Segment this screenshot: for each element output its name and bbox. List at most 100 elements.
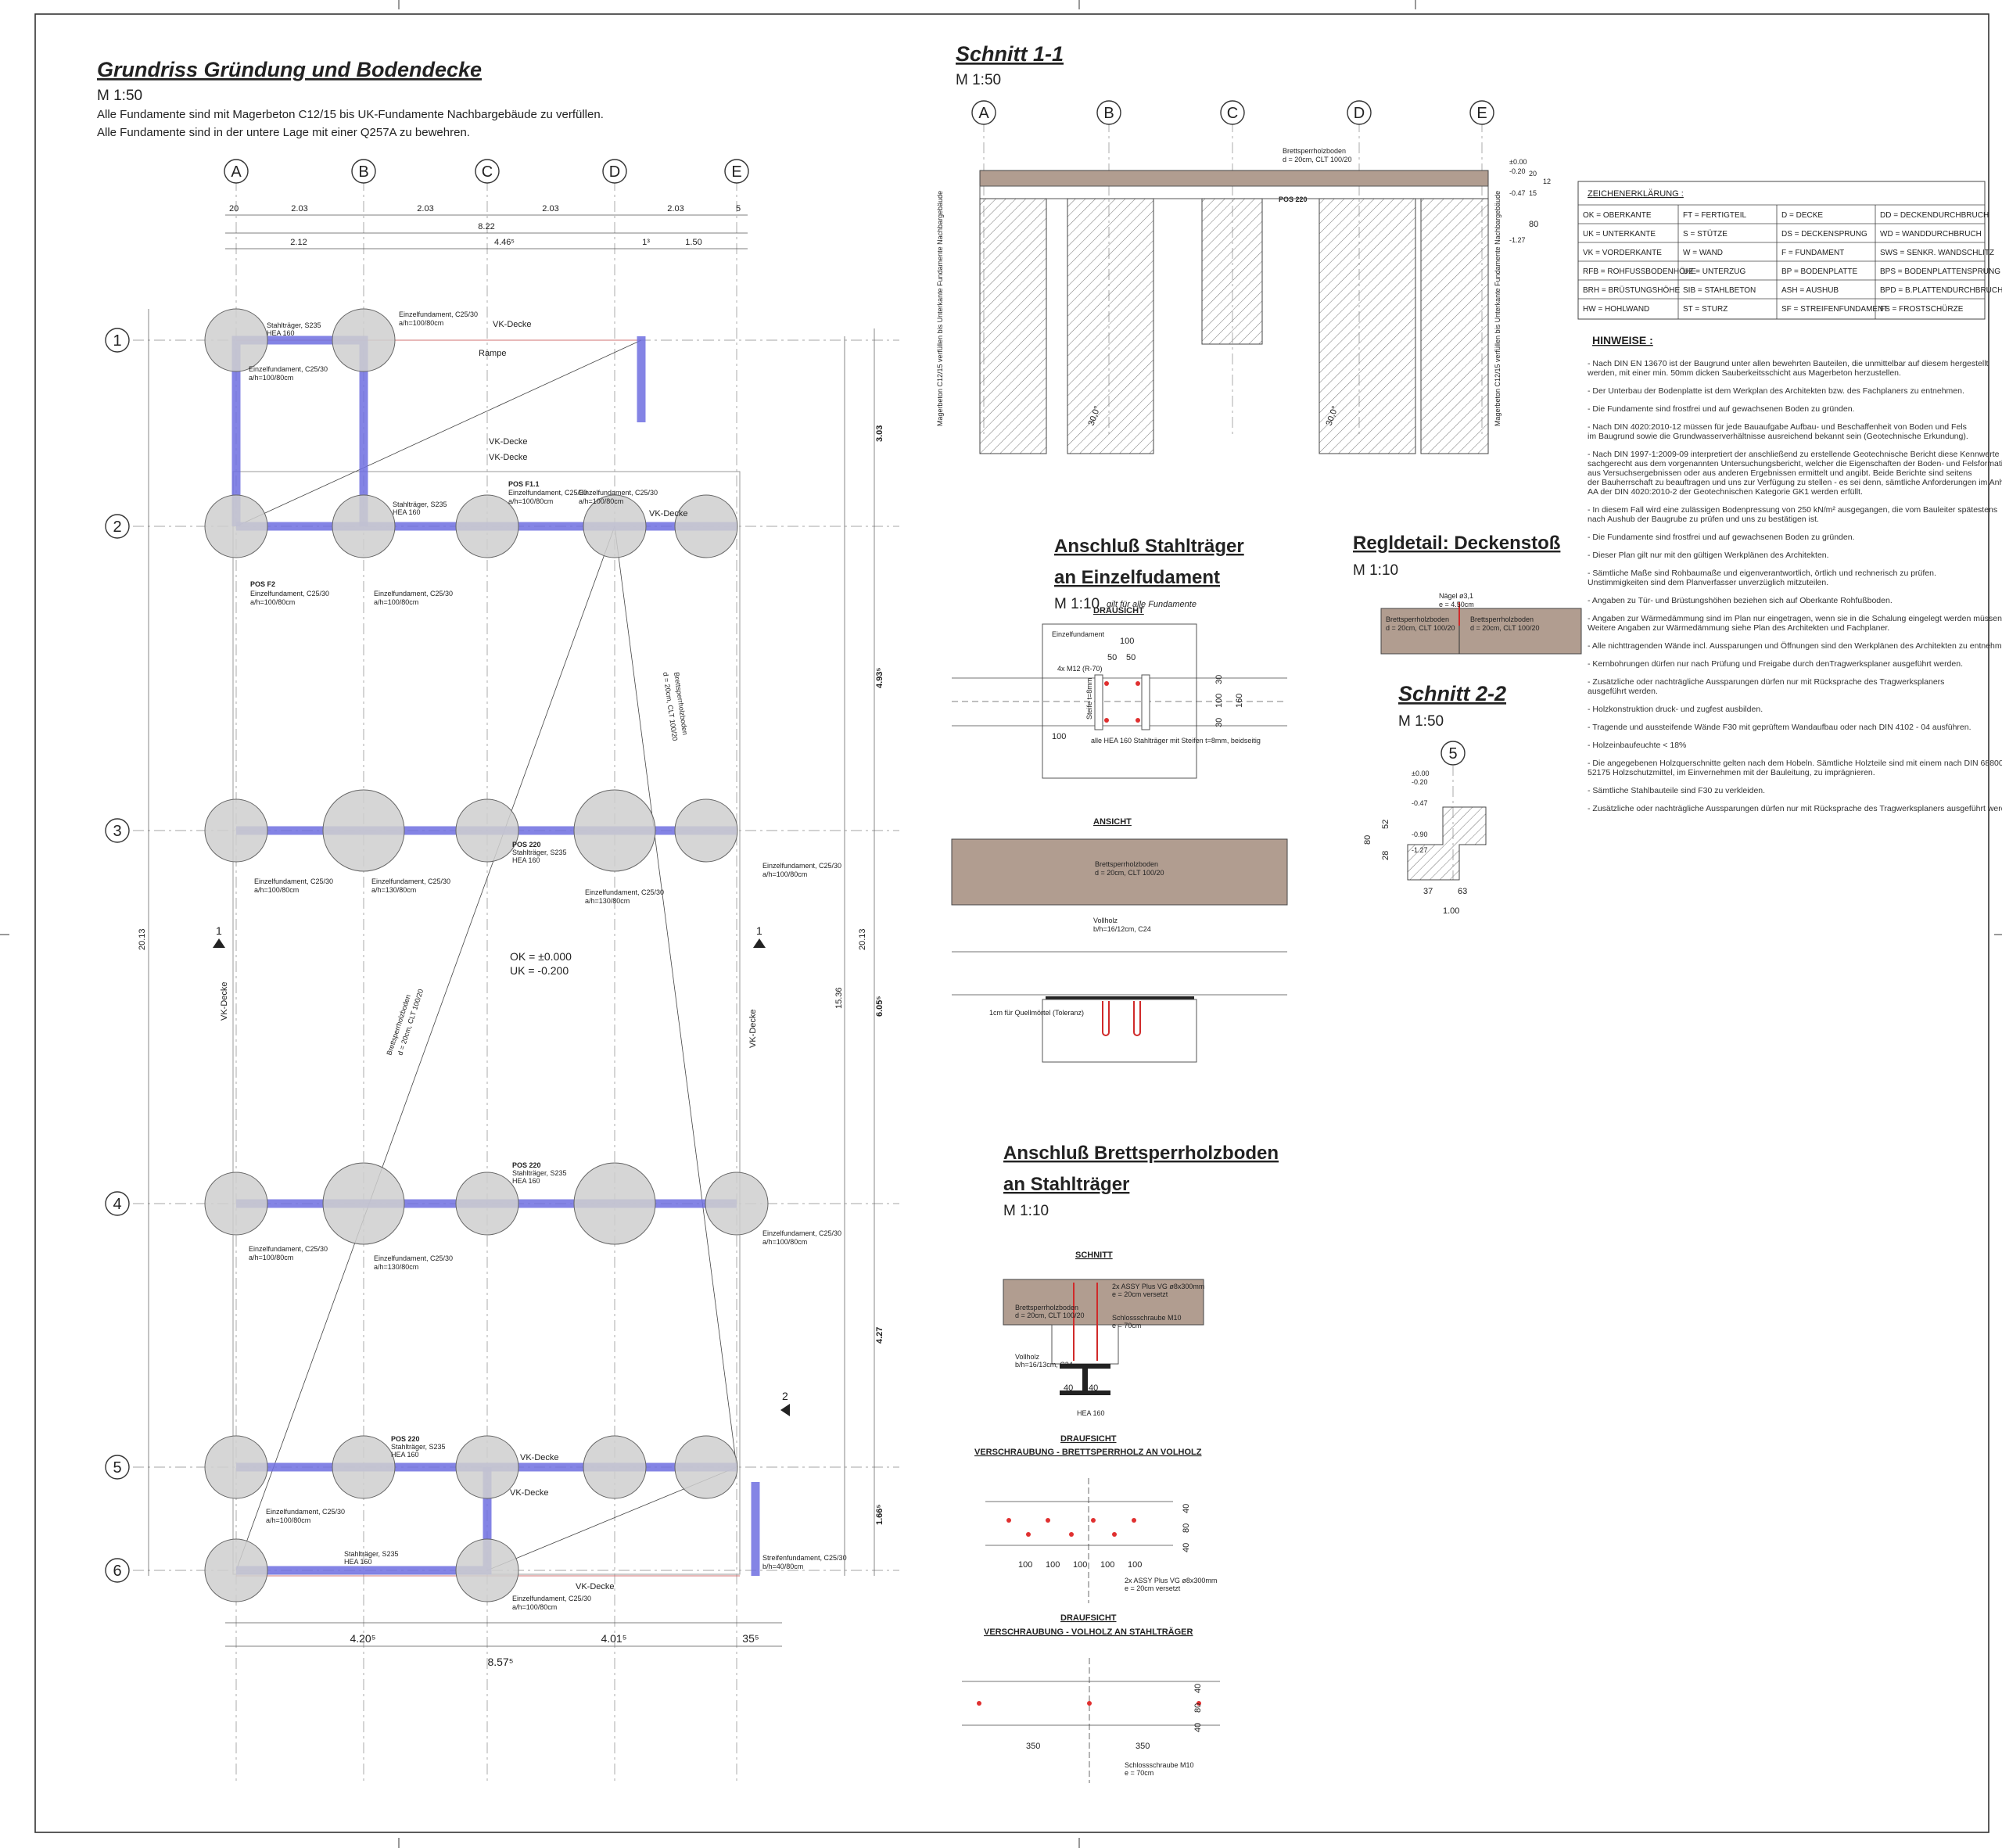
detail-dim: 100 [1214, 694, 1224, 708]
section-dim: 20 [1529, 170, 1537, 178]
anchor-bolt [1136, 681, 1140, 686]
foundation-pad [455, 1435, 519, 1499]
legend-cell: SF = STREIFENFUNDAMENT [1781, 305, 1888, 314]
detail-dim: 100 [1052, 732, 1066, 741]
dim-text: 4.01⁵ [601, 1632, 626, 1645]
foundations [204, 308, 769, 1602]
foundation-size: a/h=100/80cm [579, 497, 623, 505]
note-line: - Die Fundamente sind frostfrei und auf … [1588, 404, 1854, 414]
note-line: - Alle nichttragenden Wände incl. Ausspa… [1588, 641, 2002, 651]
screw-dot [1091, 1518, 1096, 1523]
pos-label: POS 220 [391, 1435, 420, 1443]
axis-label-e: E [731, 163, 741, 181]
note-line: werden, mit einer min. 50mm dicken Saube… [1587, 368, 1901, 378]
legend-cell: RFB = ROHFUSSBODENHÖHE [1583, 267, 1696, 276]
strip-foundation-size: b/h=40/80cm [762, 1563, 803, 1570]
detail-dim: 160 [1235, 694, 1244, 708]
foundation-pad [573, 1162, 656, 1245]
section2-axis-label: 5 [1448, 745, 1457, 763]
pos-label: POS 220 [1279, 196, 1308, 203]
detail-clt-title-2: an Stahlträger [1003, 1174, 1129, 1195]
screw-dot [1069, 1532, 1074, 1537]
section-axis-bubble [1347, 100, 1372, 125]
section2-dim: 80 [1363, 835, 1372, 845]
foundation-label: Einzelfundament, C25/30 [762, 1229, 841, 1237]
section-marker-icon [213, 938, 225, 948]
dim-text-overall: 8.22 [478, 222, 494, 231]
detail-label: Vollholz [1015, 1353, 1040, 1361]
detail-dim: 40 [1064, 1383, 1073, 1393]
foundation-size: a/h=100/80cm [762, 1238, 807, 1246]
steel-profile: HEA 160 [344, 1558, 372, 1566]
detail-label: e = 20cm versetzt [1112, 1290, 1168, 1298]
foundation-pad [583, 1435, 647, 1499]
foundation-pad [332, 308, 396, 372]
steel-label: Stahlträger, S235 [267, 321, 321, 329]
dim-text: 2.03 [542, 204, 558, 214]
foundation-pad [332, 1435, 396, 1499]
dim-right-total: 20.13 [858, 928, 867, 950]
axis-bubbles-letters: A B C D E [224, 159, 749, 184]
screw-dot [1026, 1532, 1031, 1537]
foundation-pad [332, 494, 396, 558]
draufsicht1-caption: DRAUFSICHT [1060, 1434, 1117, 1444]
detail-steel-title-2: an Einzelfudament [1054, 567, 1220, 588]
detail-steel-connection: Anschluß Stahlträger an Einzelfudament M… [951, 536, 1288, 1063]
legend-frame [1577, 181, 1986, 320]
anchor-rod [1133, 1001, 1141, 1036]
section-hatched-block [1201, 198, 1263, 345]
section2-dim: -0.47 [1412, 799, 1428, 807]
section-dim: 80 [1529, 220, 1538, 229]
clt-joint-section [1380, 608, 1582, 655]
section-side-note: Magerbeton C12/15 verfüllen bis Unterkan… [1494, 191, 1502, 426]
notes: HINWEISE : - Nach DIN EN 13670 ist der B… [1587, 334, 2002, 813]
section-hatched-block [1420, 198, 1489, 454]
slab-span-line [614, 526, 737, 1468]
detail-label: 2x ASSY Plus VG ø8x300mm [1112, 1283, 1204, 1290]
axis-label-2: 2 [113, 519, 121, 536]
plan-dim: 100 [1128, 1560, 1142, 1570]
section-axis-bubble [1220, 100, 1245, 125]
axis-label-1: 1 [113, 332, 121, 350]
detail-dim: 50 [1107, 653, 1117, 662]
axis-label-3: 3 [113, 823, 121, 840]
joint-left-spec: d = 20cm, CLT 100/20 [1386, 624, 1455, 632]
foundation-label: Einzelfundament, C25/30 [374, 590, 453, 597]
plan-dim: 100 [1100, 1560, 1114, 1570]
legend-cell: VK = VORDERKANTE [1583, 249, 1662, 257]
note-line: aus Versuchsergebnissen oder aus anderen… [1588, 468, 1972, 478]
plan-note: e = 70cm [1125, 1769, 1153, 1777]
plan-note-1: Alle Fundamente sind mit Magerbeton C12/… [97, 108, 604, 121]
legend-cell: WD = WANDDURCHBRUCH [1880, 230, 1982, 239]
legend-title: ZEICHENERKLÄRUNG : [1588, 189, 1684, 199]
foundation-size: a/h=100/80cm [254, 886, 299, 894]
section-slab-label: Brettsperrholzboden [1283, 147, 1346, 155]
detail-dim: 30 [1214, 718, 1224, 727]
axis-label-b: B [358, 163, 368, 181]
legend-grid [1578, 204, 1985, 319]
anchor-bolt [1104, 718, 1109, 723]
axis-bubble-6 [105, 1558, 130, 1583]
foundation-pad [455, 798, 519, 863]
note-line: Weitere Angaben zur Wärmedämmung siehe P… [1588, 623, 1889, 633]
joint-left-label: Brettsperrholzboden [1386, 615, 1449, 623]
foundation-size: a/h=100/80cm [512, 1603, 557, 1611]
clt-slab-elevation [951, 838, 1288, 906]
axis-bubble-a [224, 159, 249, 184]
vk-decke-label: VK-Decke [520, 1453, 559, 1462]
foundation-label: Einzelfundament, C25/30 [266, 1508, 345, 1516]
section2-dim: 1.00 [1443, 906, 1459, 916]
detail-steel-scale: M 1:10 [1054, 596, 1100, 612]
section-subgrade [979, 185, 1489, 199]
section-hatched-block [1067, 198, 1154, 454]
foundation-label: Einzelfundament, C25/30 [250, 590, 329, 597]
foundation-pad [674, 494, 738, 558]
screw-dot [1112, 1532, 1117, 1537]
slab-span-line [235, 526, 615, 1571]
note-line: - Nach DIN 4020:2010-12 müssen für jede … [1588, 422, 1967, 432]
detail-dim: 50 [1126, 653, 1136, 662]
axis-label-4: 4 [113, 1196, 121, 1213]
level-ok: OK = ±0.000 [510, 950, 572, 963]
detail-label: Steife t=8mm [1085, 678, 1093, 719]
legend-cell: ST = STURZ [1683, 305, 1728, 314]
